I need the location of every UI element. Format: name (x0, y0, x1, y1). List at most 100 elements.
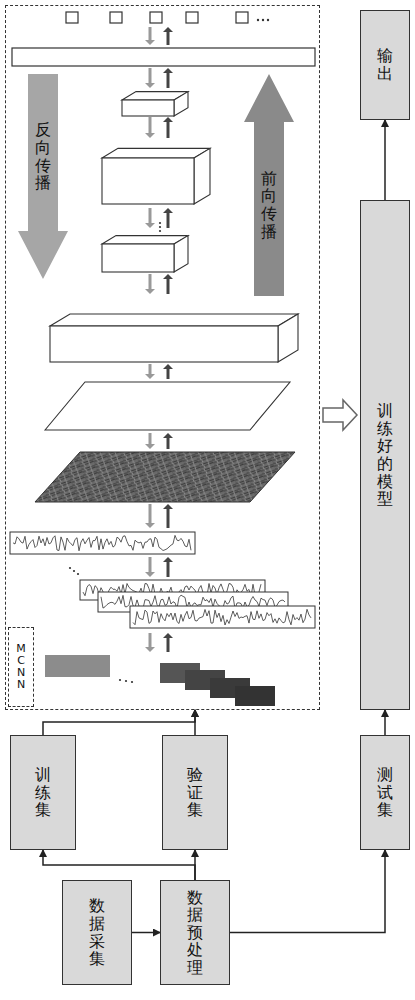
feature-map (102, 158, 194, 204)
node-label: 输出 (377, 47, 393, 82)
flow-arrow (230, 850, 385, 933)
node-label: 数据采集 (89, 897, 105, 967)
spectrogram-plane (35, 452, 295, 502)
signal-trace (133, 609, 311, 625)
forward-step (163, 557, 173, 562)
region-label-box: MCNN (8, 627, 34, 707)
signal-trace (13, 535, 191, 550)
ellipsis-dot (131, 681, 133, 683)
forward-step (163, 633, 173, 638)
dataset-box: 训练集 (10, 735, 76, 850)
backward-step (149, 27, 152, 41)
model-region: MCNN 反向传播 前向传播 (5, 5, 320, 710)
output-unit (186, 12, 198, 23)
model-box: 训练好的模型 (360, 200, 410, 710)
backward-step (149, 504, 152, 524)
backward-step (145, 374, 155, 379)
backward-step (145, 83, 155, 88)
flow-arrow (43, 850, 195, 880)
feature-map (122, 100, 174, 116)
sensor-block (235, 686, 275, 706)
forward-step (163, 504, 173, 509)
ellipsis-dot (125, 680, 127, 682)
fc-layer (12, 48, 315, 66)
forward-step (167, 368, 170, 379)
process-box: 数据采集 (62, 880, 132, 985)
block-arrow (323, 400, 357, 430)
sensor-block (45, 655, 110, 677)
backward-step (149, 274, 152, 290)
feature-map (50, 326, 278, 362)
output-box: 输出 (360, 10, 410, 120)
node-label: 训练集 (35, 766, 51, 819)
backward-step (149, 208, 152, 224)
ellipsis-dot (257, 19, 259, 21)
forward-arrow: 前向传播 (244, 74, 294, 296)
node-label: MCNN (16, 643, 27, 691)
process-box: 数据预处理 (160, 880, 230, 985)
feature-map (174, 92, 188, 116)
output-unit (150, 12, 162, 23)
forward-step (163, 68, 173, 73)
forward-step (167, 561, 170, 577)
flow-arrow (194, 850, 196, 880)
ellipsis-dot (159, 226, 161, 228)
node-label: 数据预处理 (187, 889, 203, 977)
forward-step (167, 31, 170, 45)
node-label: 前向传播 (261, 170, 277, 240)
forward-step (163, 364, 173, 369)
feature-map (278, 314, 298, 362)
ellipsis-dot (119, 679, 121, 681)
feature-map (174, 236, 188, 272)
dataset-box: 验证集 (162, 735, 228, 850)
node-label: 测试集 (377, 766, 393, 819)
forward-step (167, 508, 170, 528)
forward-step (163, 27, 173, 32)
feature-map (102, 148, 210, 158)
backward-step (149, 364, 152, 375)
backward-step (145, 523, 155, 528)
backward-step (149, 633, 152, 648)
backward-step (145, 133, 155, 138)
signal-strip (10, 532, 195, 554)
forward-step (167, 212, 170, 228)
backward-step (145, 40, 155, 45)
forward-step (163, 433, 173, 438)
flow-arrow (384, 710, 386, 735)
forward-step (167, 637, 170, 652)
backward-step (145, 289, 155, 294)
output-unit (236, 12, 248, 23)
ellipsis-dot (69, 567, 71, 569)
ellipsis-dot (73, 570, 75, 572)
forward-step (163, 208, 173, 213)
flow-arrow (132, 932, 160, 934)
backward-step (149, 557, 152, 573)
flow-arrow (194, 710, 196, 735)
feature-map (194, 148, 210, 204)
forward-step (163, 274, 173, 279)
flow-arrow (43, 710, 195, 735)
output-unit (110, 12, 122, 23)
node-label: 训练好的模型 (377, 402, 393, 508)
ellipsis-dot (159, 230, 161, 232)
forward-step (167, 72, 170, 88)
forward-step (167, 278, 170, 294)
backward-step (149, 433, 152, 445)
input-plane (45, 382, 290, 430)
ellipsis-dot (267, 19, 269, 21)
forward-step (163, 117, 173, 122)
backprop-arrow: 反向传播 (18, 74, 68, 279)
backward-step (145, 444, 155, 449)
flow-arrow (384, 120, 386, 200)
backward-step (149, 68, 152, 84)
output-unit (66, 12, 78, 23)
backward-step (149, 117, 152, 134)
signal-strip (130, 606, 315, 628)
feature-map (102, 244, 174, 272)
ellipsis-dot (77, 573, 79, 575)
node-label: 验证集 (187, 766, 203, 819)
feature-map (50, 314, 298, 326)
ellipsis-dot (159, 222, 161, 224)
dataset-box: 测试集 (360, 735, 410, 850)
